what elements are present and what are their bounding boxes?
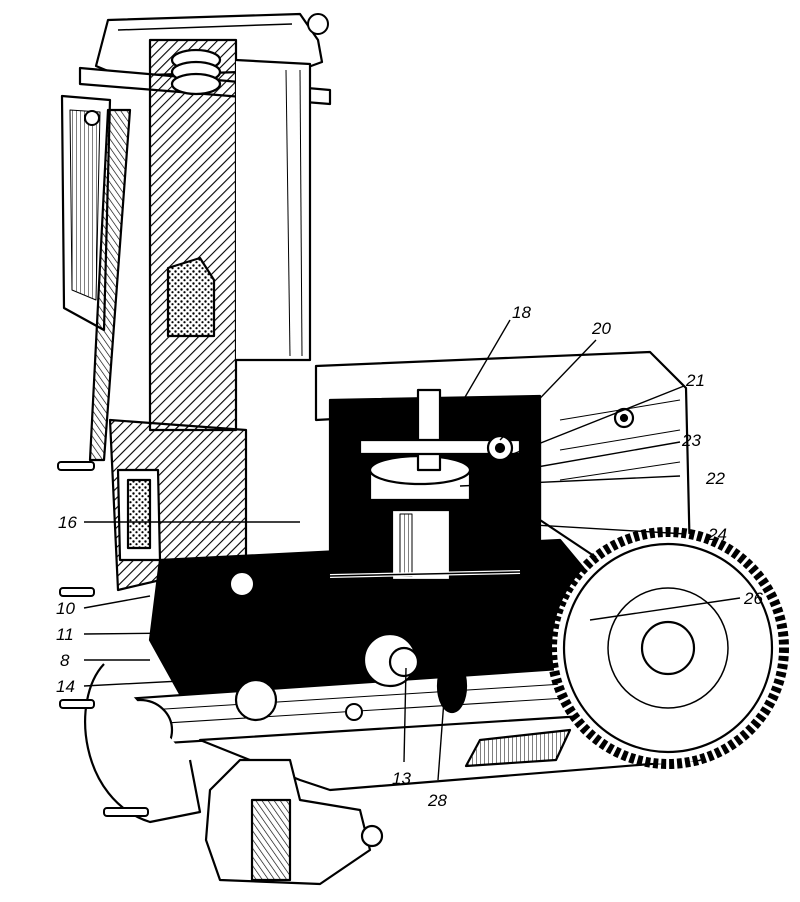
leader-11 [83, 631, 271, 635]
leader-14 [83, 679, 201, 687]
cylinder-housing [60, 12, 332, 592]
leader-23 [519, 441, 681, 471]
callout-24: 24 [707, 525, 727, 544]
leader-26 [589, 597, 741, 621]
leader-21 [507, 385, 685, 457]
callout-28: 28 [427, 791, 447, 810]
leader-lines [83, 319, 741, 781]
leader-18 [439, 319, 511, 441]
leader-20 [499, 339, 597, 441]
callout-13: 13 [392, 769, 411, 788]
callout-16: 16 [58, 513, 77, 532]
leader-28 [437, 699, 445, 781]
callout-14: 14 [56, 677, 75, 696]
callout-labels: 18 20 21 23 22 24 26 16 10 11 8 14 13 28 [56, 303, 763, 810]
leader-22 [459, 475, 681, 487]
callout-23: 23 [681, 431, 701, 450]
callout-10: 10 [56, 599, 75, 618]
leader-10 [83, 595, 151, 609]
callout-21: 21 [685, 371, 705, 390]
oil-pump [204, 758, 384, 886]
callout-18: 18 [512, 303, 531, 322]
studs-and-bolts [57, 13, 363, 817]
callout-8: 8 [60, 651, 70, 670]
leader-13 [403, 667, 407, 763]
callout-20: 20 [591, 319, 611, 338]
callout-22: 22 [705, 469, 725, 488]
callout-11: 11 [56, 625, 74, 644]
leader-24 [449, 519, 687, 535]
large-gear [547, 527, 789, 769]
callout-26: 26 [743, 589, 763, 608]
